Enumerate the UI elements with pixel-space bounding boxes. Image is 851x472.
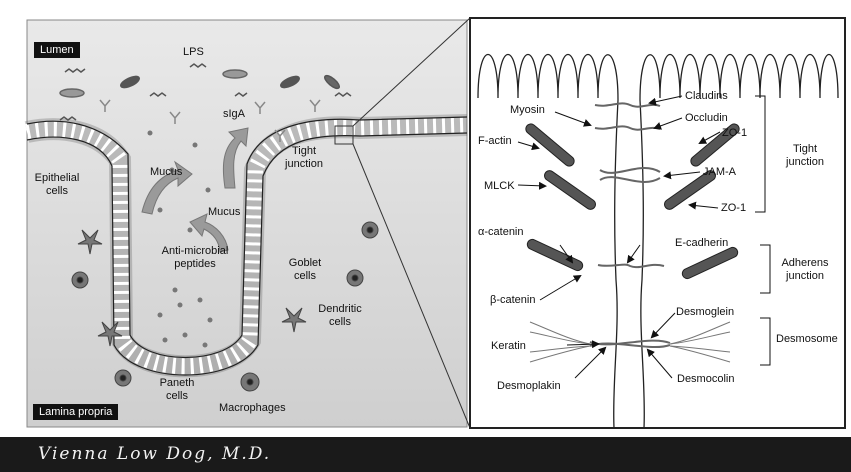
mlck-label: MLCK <box>484 180 515 193</box>
e-cadherin-label: E-cadherin <box>675 237 728 250</box>
f-actin-label: F-actin <box>478 135 512 148</box>
keratin-label: Keratin <box>491 340 526 353</box>
lumen-label: Lumen <box>34 42 80 58</box>
siga-label: sIgA <box>223 108 245 121</box>
jam-a-label: JAM-A <box>703 166 736 179</box>
desmosome-label: Desmosome <box>776 333 838 346</box>
occludin-label: Occludin <box>685 112 728 125</box>
right-panel <box>470 18 845 428</box>
beta-catenin-label: β-catenin <box>490 294 535 307</box>
mucus-label-left: Mucus <box>150 166 182 179</box>
zo1-top-label: ZO-1 <box>722 127 747 140</box>
desmoplakin-label: Desmoplakin <box>497 380 561 393</box>
macrophages-label: Macrophages <box>219 402 286 415</box>
mucus-label-center: Mucus <box>208 206 240 219</box>
footer-signature: Vienna Low Dog, M.D. <box>38 444 271 464</box>
myosin-label: Myosin <box>510 104 545 117</box>
desmoglein-label: Desmoglein <box>676 306 734 319</box>
lps-label: LPS <box>183 46 204 59</box>
claudins-label: Claudins <box>685 90 728 103</box>
zo1-bottom-label: ZO-1 <box>721 202 746 215</box>
alpha-catenin-label: α-catenin <box>478 226 524 239</box>
lamina-propria-label: Lamina propria <box>33 404 118 420</box>
desmocolin-label: Desmocolin <box>677 373 734 386</box>
